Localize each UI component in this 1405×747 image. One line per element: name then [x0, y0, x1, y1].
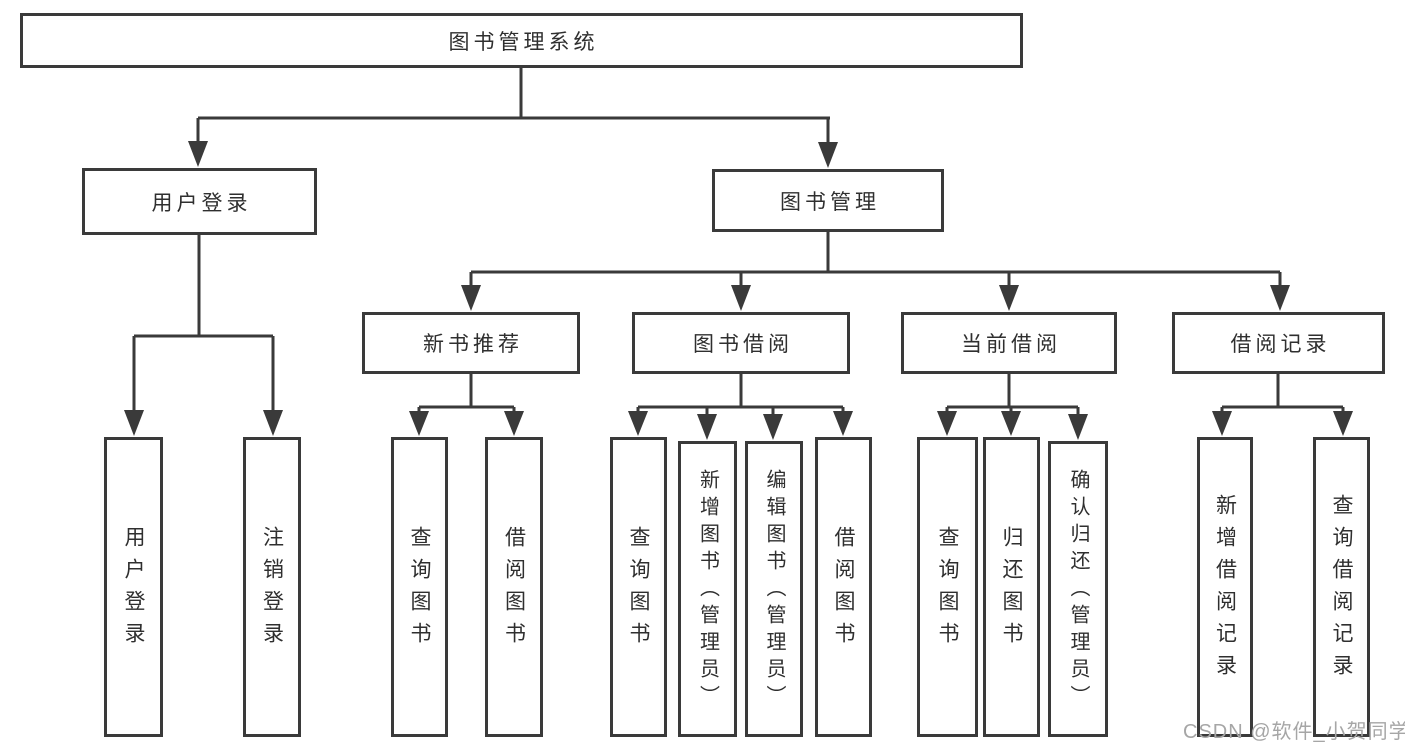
- connector-root-to-level2: [188, 68, 838, 168]
- leaf-return-books: 归还图书: [983, 437, 1040, 737]
- connector-recommend-to-children: [409, 374, 524, 436]
- connector-management-to-sections: [461, 232, 1290, 311]
- leaf-borrow-books: 借阅图书: [815, 437, 872, 737]
- leaf-add-books-admin: 新增图书（管理员）: [678, 441, 737, 737]
- leaf-borrow-books: 借阅图书: [485, 437, 543, 737]
- leaf-query-borrow-record: 查询借阅记录: [1313, 437, 1370, 737]
- node-book-borrowing: 图书借阅: [632, 312, 850, 374]
- node-borrowing-records: 借阅记录: [1172, 312, 1385, 374]
- leaf-query-books: 查询图书: [917, 437, 978, 737]
- node-root-library-system: 图书管理系统: [20, 13, 1023, 68]
- connector-login-to-children: [124, 235, 283, 436]
- connector-current-to-children: [937, 374, 1088, 440]
- leaf-query-books: 查询图书: [391, 437, 448, 737]
- leaf-logout: 注销登录: [243, 437, 301, 737]
- node-book-management: 图书管理: [712, 169, 944, 232]
- connector-records-to-children: [1212, 374, 1353, 436]
- leaf-user-login: 用户登录: [104, 437, 163, 737]
- csdn-watermark: CSDN @软件_小贺同学: [1183, 721, 1405, 743]
- leaf-add-borrow-record: 新增借阅记录: [1197, 437, 1253, 737]
- node-current-borrowing: 当前借阅: [901, 312, 1117, 374]
- leaf-edit-books-admin: 编辑图书（管理员）: [745, 441, 803, 737]
- node-user-login: 用户登录: [82, 168, 317, 235]
- leaf-query-books: 查询图书: [610, 437, 667, 737]
- node-new-book-recommend: 新书推荐: [362, 312, 580, 374]
- leaf-confirm-return-admin: 确认归还（管理员）: [1048, 441, 1108, 737]
- connector-borrow-to-children: [628, 374, 853, 440]
